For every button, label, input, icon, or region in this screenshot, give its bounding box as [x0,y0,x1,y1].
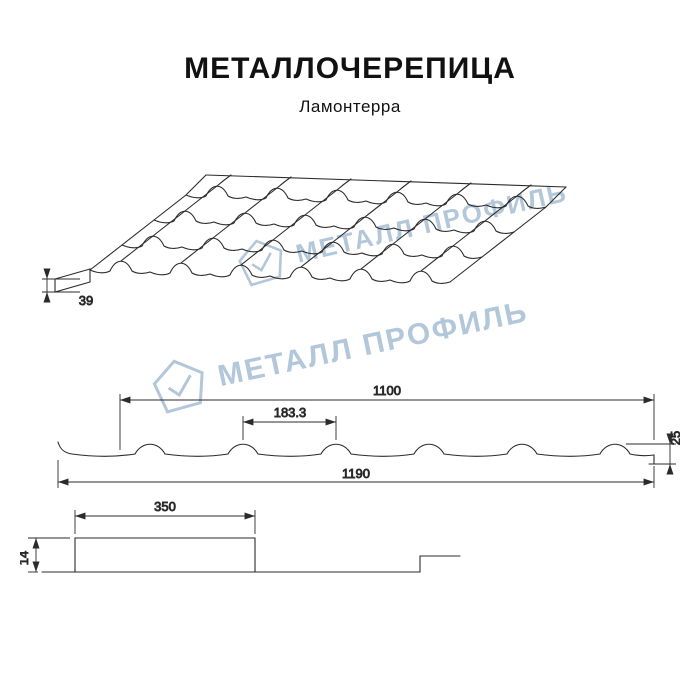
tile-barrel-lines [120,174,532,272]
profile-curve [57,441,655,465]
dim-label-183: 183.3 [274,405,307,420]
brand-logo-icon [238,239,283,287]
profile-section-drawing: 1100 183.3 25 1190 [57,383,680,488]
dim-label-1190: 1190 [342,466,370,481]
dimension-25: 25 [626,430,680,475]
watermark: МЕТАЛЛ ПРОФИЛЬ [144,282,534,421]
page-title: МЕТАЛЛОЧЕРЕПИЦА [184,52,516,85]
watermark: МЕТАЛЛ ПРОФИЛЬ [230,166,573,293]
dimension-39: 39 [42,268,94,308]
step-profile-drawing: 350 14 [20,499,461,573]
dim-label-25: 25 [668,431,680,445]
roof-perspective-drawing: 39 [42,174,567,308]
tile-rows [54,174,567,293]
step-profile-lines [41,537,461,573]
dimension-1100: 1100 [119,383,655,450]
dimension-183: 183.3 [242,405,337,440]
dim-label-14: 14 [20,551,31,565]
dimension-350: 350 [74,499,256,534]
brand-logo-icon [152,359,204,414]
dimension-1190: 1190 [57,460,655,488]
dim-label-350: 350 [154,499,176,514]
dimension-14: 14 [20,537,70,573]
dim-label-39: 39 [79,293,93,308]
dim-label-1100: 1100 [373,383,401,398]
page-subtitle: Ламонтерра [299,97,401,116]
